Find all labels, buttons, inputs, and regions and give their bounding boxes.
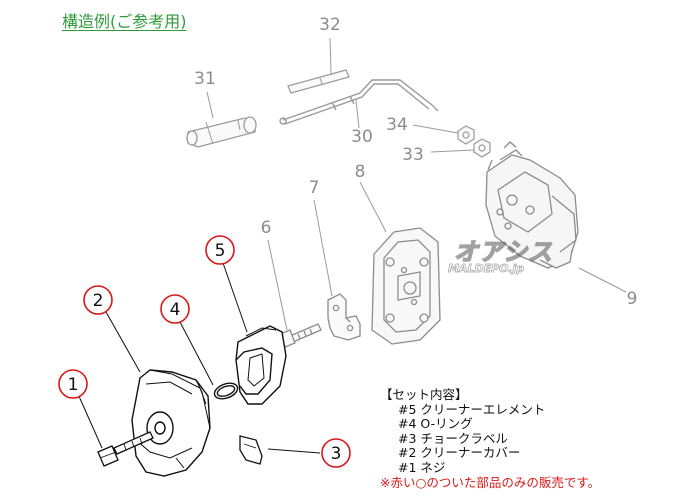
- set-item: #4 O-リング: [398, 416, 473, 432]
- leader-1: [77, 393, 103, 449]
- leader-6: [267, 239, 288, 331]
- callout-circle-4: [160, 294, 190, 324]
- label-3: 3: [331, 444, 342, 464]
- part-30-rod: [279, 79, 439, 125]
- leader-3: [267, 448, 321, 454]
- leader-34: [412, 124, 459, 134]
- watermark-logo: オアシス MALDEPO.jp: [446, 232, 576, 292]
- label-4: 4: [170, 300, 181, 320]
- callout-circle-3: [321, 438, 351, 468]
- leader-33: [430, 149, 475, 153]
- part-1-screw: [97, 431, 154, 467]
- part-8-gasket-plate: [371, 227, 441, 345]
- set-item: #5 クリーナーエレメント: [398, 401, 546, 417]
- set-contents-heading: 【セット内容】: [380, 387, 468, 402]
- part-3-choke-label: [239, 435, 263, 465]
- leader-8: [359, 181, 387, 233]
- watermark-sub-text: MALDEPO.jp: [448, 262, 525, 276]
- label-9: 9: [627, 289, 638, 309]
- callout-circle-1: [58, 369, 88, 399]
- part-33-nut: [473, 138, 491, 158]
- label-7: 7: [309, 178, 320, 198]
- part-7-bracket: [327, 293, 361, 341]
- label-8: 8: [355, 162, 366, 182]
- label-6: 6: [261, 218, 272, 238]
- label-34: 34: [386, 115, 408, 135]
- label-1: 1: [68, 375, 79, 395]
- set-item: #1 ネジ: [398, 459, 446, 475]
- leader-4: [179, 321, 214, 386]
- label-31: 31: [194, 69, 216, 89]
- leader-32: [329, 37, 332, 75]
- leader-30: [355, 99, 360, 129]
- label-2: 2: [93, 291, 104, 311]
- leader-9: [578, 267, 627, 293]
- label-32: 32: [319, 15, 341, 35]
- label-33: 33: [402, 145, 424, 165]
- label-30: 30: [351, 127, 373, 147]
- callout-circle-5: [205, 235, 235, 265]
- part-31-tube: [186, 116, 257, 148]
- set-contents-box: 【セット内容】 #5 クリーナーエレメント #4 O-リング #3 チョークラベ…: [380, 387, 695, 490]
- part-9-carburetor: [485, 141, 579, 269]
- part-2-cleaner-cover: [131, 369, 211, 477]
- leader-5: [222, 262, 248, 333]
- leader-31: [206, 91, 214, 119]
- set-item: #3 チョークラベル: [398, 430, 508, 446]
- part-34-nut: [457, 125, 475, 145]
- leader-2: [105, 311, 141, 373]
- part-32-pin: [287, 69, 350, 94]
- part-4-o-ring: [213, 382, 239, 400]
- callout-circle-2: [83, 285, 113, 315]
- set-item: #2 クリーナーカバー: [398, 445, 521, 461]
- red-callout-circles: [58, 235, 351, 468]
- sale-note: ※赤い○のついた部品のみの販売です。: [380, 474, 601, 490]
- watermark-main-text: オアシス: [453, 237, 554, 266]
- label-5: 5: [215, 241, 226, 261]
- part-5-cleaner-element: [235, 325, 287, 405]
- leader-7: [313, 199, 333, 297]
- page-title: 構造例(ご参考用): [62, 12, 187, 31]
